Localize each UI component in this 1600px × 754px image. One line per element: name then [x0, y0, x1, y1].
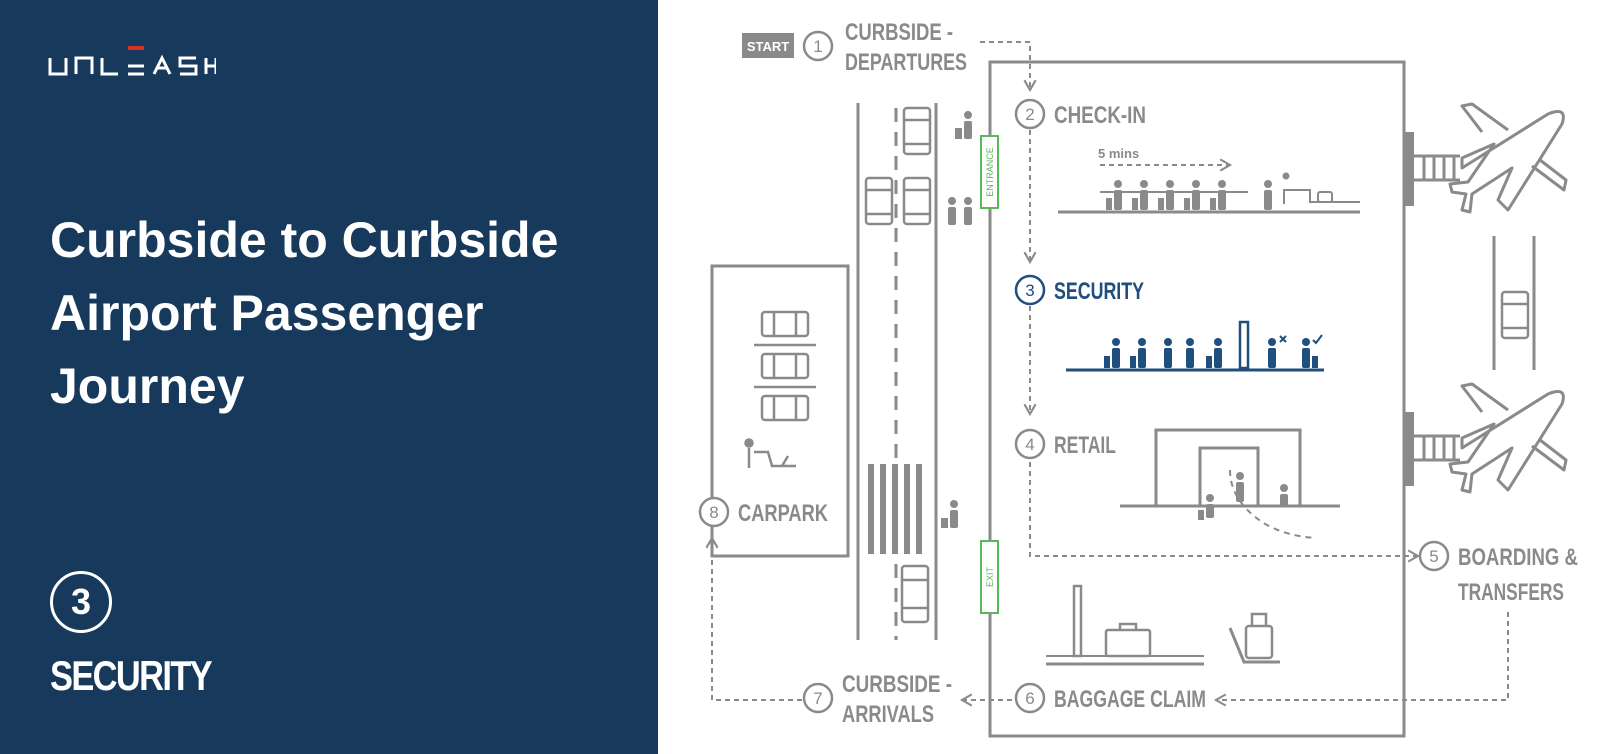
- check-in-queue: 5 mins: [1058, 146, 1360, 214]
- step-7-label-2: ARRIVALS: [842, 701, 934, 728]
- parked-car-icon: [754, 310, 816, 422]
- step-3: 3 SECURITY: [1014, 274, 1144, 306]
- entrance-label: ENTRANCE: [985, 147, 995, 197]
- terminal-building: [988, 60, 1406, 738]
- person-icon: [941, 111, 972, 528]
- step-2-circle: [1014, 98, 1046, 130]
- title-line-1: Curbside to Curbside: [50, 212, 559, 268]
- step-7: 7 CURBSIDE - ARRIVALS: [802, 671, 952, 728]
- step-5-number: 5: [1429, 547, 1438, 566]
- step-4-number: 4: [1025, 435, 1034, 454]
- crosswalk: [868, 464, 922, 554]
- car-icon: [864, 106, 932, 624]
- step-2: 2 CHECK-IN: [1014, 98, 1146, 130]
- step-5-label: BOARDING &: [1458, 544, 1578, 571]
- title-line-2: Airport Passenger: [50, 285, 484, 341]
- luggage-trolley-icon: [1228, 612, 1280, 664]
- step-4-circle: [1014, 428, 1046, 460]
- step-6-label: BAGGAGE CLAIM: [1054, 686, 1206, 713]
- journey-path: [705, 41, 1509, 707]
- step-4-label: RETAIL: [1054, 432, 1116, 459]
- step-8-number: 8: [709, 503, 718, 522]
- airplane-icon: [1448, 382, 1568, 494]
- unleash-logo: [48, 46, 216, 76]
- step-5-label-2: TRANSFERS: [1458, 579, 1564, 606]
- step-2-label: CHECK-IN: [1054, 102, 1146, 129]
- step-5: 5 BOARDING & TRANSFERS: [1418, 540, 1578, 606]
- step-3-label: SECURITY: [1054, 278, 1144, 305]
- carpark-area: [710, 264, 850, 558]
- entrance-door: ENTRANCE: [980, 135, 999, 209]
- step-6: 6 BAGGAGE CLAIM: [1014, 682, 1206, 714]
- exit-label: EXIT: [985, 567, 995, 588]
- step-7-number: 7: [813, 689, 822, 708]
- step-8: 8 CARPARK: [698, 496, 829, 528]
- time-annotation: 5 mins: [1098, 146, 1139, 161]
- step-3-number: 3: [1025, 281, 1034, 300]
- page-title: Curbside to Curbside Airport Passenger J…: [50, 204, 640, 423]
- exit-door: EXIT: [980, 540, 999, 614]
- step-7-circle: [802, 682, 834, 714]
- step-8-circle: [698, 496, 730, 528]
- step-1: 1 CURBSIDE - DEPARTURES: [802, 19, 967, 76]
- step-5-circle: [1418, 540, 1450, 572]
- step-1-circle: [802, 30, 834, 62]
- airside-lane: [1492, 236, 1536, 370]
- step-2-number: 2: [1025, 105, 1034, 124]
- trolley-icon: [744, 438, 796, 468]
- start-badge: START: [742, 33, 794, 58]
- current-step-label: SECURITY: [50, 652, 213, 699]
- step-6-circle: [1014, 682, 1046, 714]
- current-step-number: 3: [50, 571, 112, 633]
- baggage-carousel: [1046, 584, 1204, 666]
- title-line-3: Journey: [50, 358, 245, 414]
- step-7-label: CURBSIDE -: [842, 671, 952, 698]
- step-6-number: 6: [1025, 689, 1034, 708]
- step-1-number: 1: [813, 37, 822, 56]
- curbside-road: [856, 103, 938, 640]
- jet-bridge-icon: [1404, 132, 1460, 486]
- step-1-label-2: DEPARTURES: [845, 49, 967, 76]
- step-3-circle: [1014, 274, 1046, 306]
- airplane-icon: [1448, 102, 1568, 214]
- security-queue: [1066, 320, 1324, 372]
- step-1-label: CURBSIDE -: [845, 19, 953, 46]
- step-8-label: CARPARK: [738, 500, 829, 527]
- journey-map: ENTRANCE EXIT: [698, 19, 1578, 738]
- retail-store: [1120, 428, 1340, 539]
- start-label: START: [747, 39, 789, 54]
- step-4: 4 RETAIL: [1014, 428, 1116, 460]
- left-panel: Curbside to Curbside Airport Passenger J…: [0, 0, 658, 754]
